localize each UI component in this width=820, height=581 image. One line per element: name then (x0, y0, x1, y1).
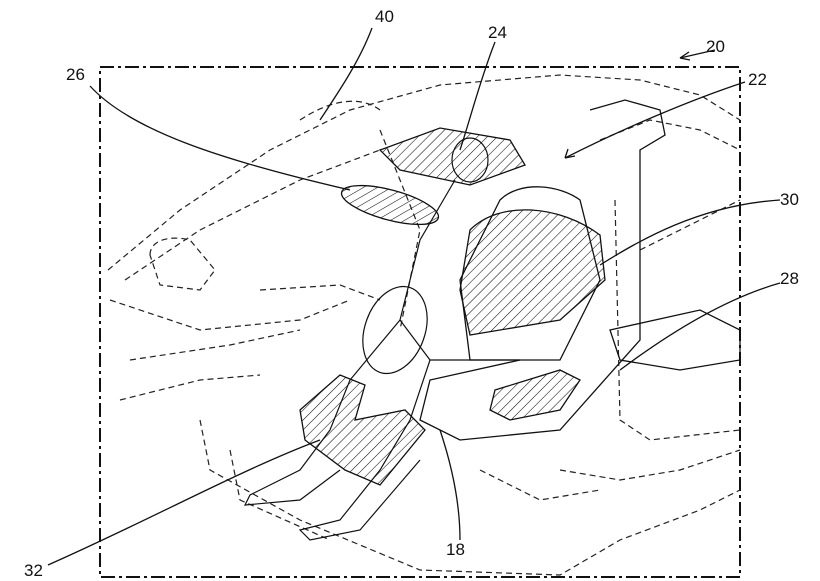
vehicle-body-outline (107, 74, 741, 576)
leg-airbag-32 (299, 374, 426, 486)
label-40: 40 (375, 7, 394, 26)
label-22: 22 (748, 70, 767, 89)
airbag-roof-24 (378, 127, 526, 186)
airbag-dash-26 (340, 184, 440, 226)
seat-airbag-30 (459, 209, 606, 336)
seat-outline (419, 99, 741, 441)
label-20: 20 (706, 37, 725, 56)
label-30: 30 (780, 190, 799, 209)
knee-airbag (489, 369, 581, 421)
system-boundary (99, 66, 741, 578)
leader-lines (47, 27, 781, 566)
label-28: 28 (780, 269, 799, 288)
label-18: 18 (446, 540, 465, 559)
label-32: 32 (24, 561, 43, 580)
label-26: 26 (66, 65, 85, 84)
label-24: 24 (488, 23, 507, 42)
